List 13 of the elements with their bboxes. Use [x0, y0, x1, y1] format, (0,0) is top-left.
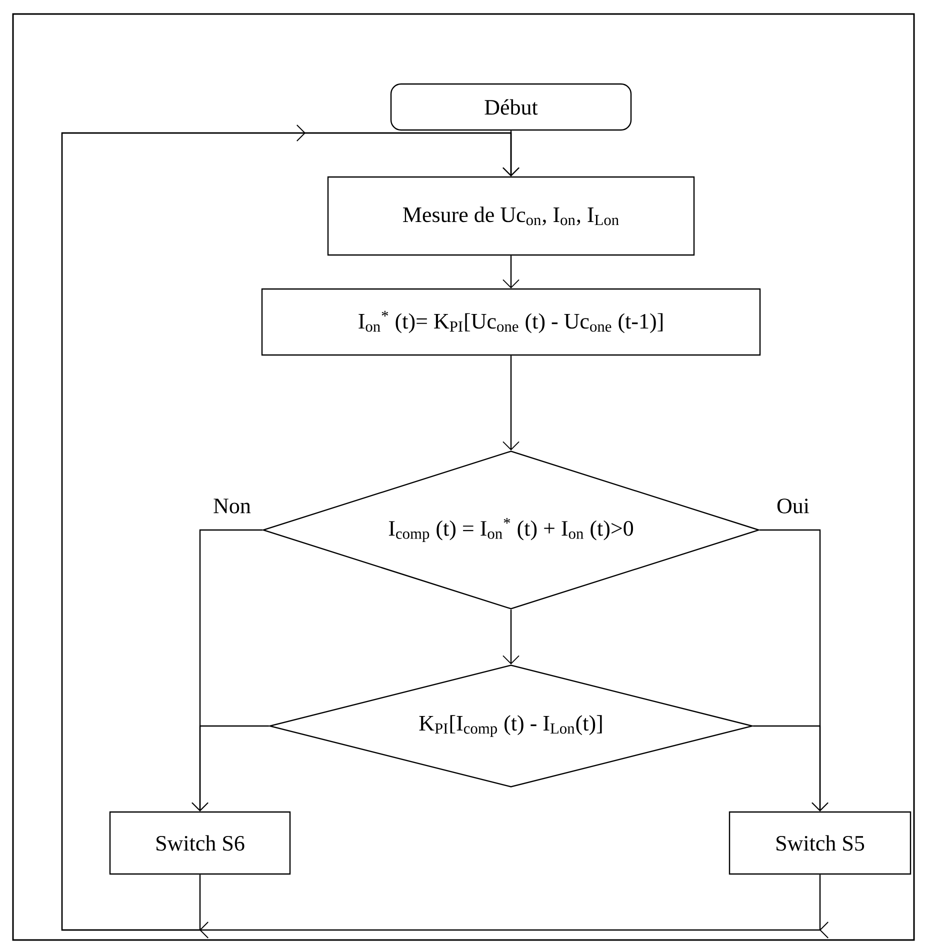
arrow [61, 132, 829, 939]
arrow [192, 725, 269, 812]
arrow [753, 725, 828, 812]
edge-label: Oui [776, 498, 810, 514]
process-box: Switch S6 [109, 811, 291, 875]
process-box: Switch S5 [728, 811, 912, 875]
arrow [502, 256, 520, 288]
edge-label: Non [212, 498, 252, 514]
arrow [502, 610, 520, 664]
start-terminal: Début [390, 83, 632, 131]
process-box: Mesure de Uc$_{on}$, I$_{on}$, I$_{Lon}$ [327, 176, 695, 256]
arrow [502, 356, 520, 450]
process-box: I$_{on}$$^{*}$ (t)= K$_{PI}$[Uc$_{one}$ (t) - Uc$_{one}$ (t-1)] [261, 288, 761, 356]
